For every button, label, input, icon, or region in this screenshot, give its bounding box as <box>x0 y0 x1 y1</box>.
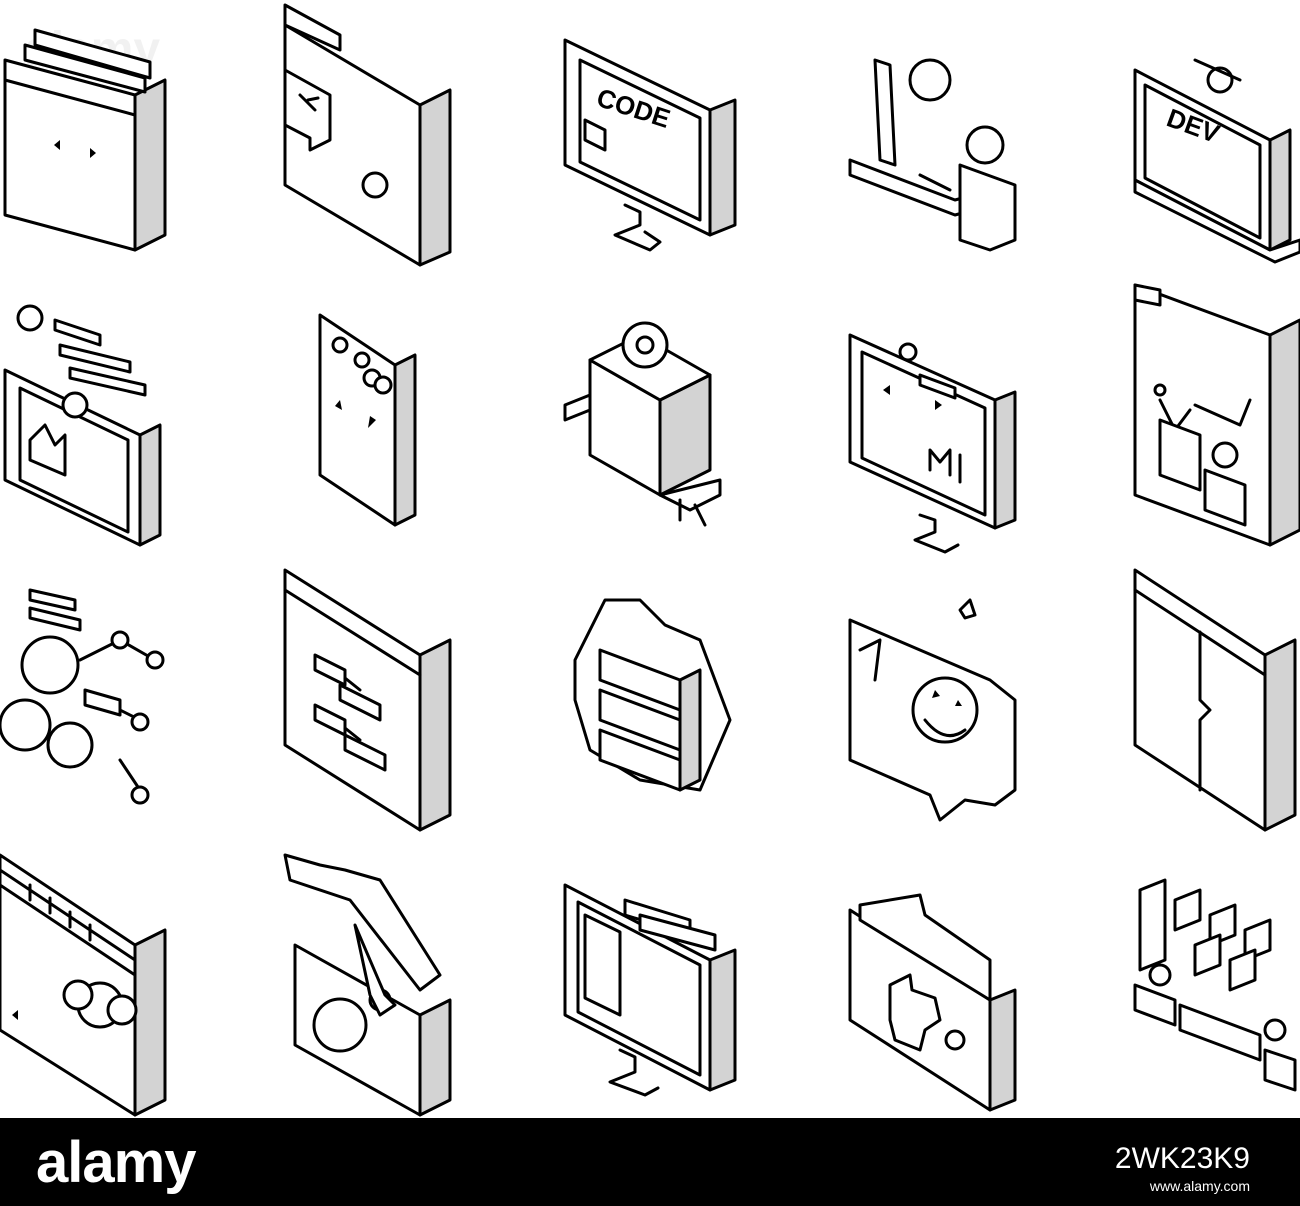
code-monitor-icon: CODE <box>563 38 737 252</box>
monitor-analytics-icon <box>848 333 1017 554</box>
support-chat-icon <box>848 598 1017 822</box>
image-tablet-icon <box>3 304 162 547</box>
developer-at-desk-icon <box>848 58 1017 252</box>
browser-window-icon <box>3 28 167 252</box>
site-url: www.alamy.com <box>1149 1178 1250 1194</box>
puzzle-folder-icon <box>848 893 1017 1112</box>
presentation-board-icon <box>1133 283 1300 547</box>
layout-monitor-icon <box>563 883 737 1097</box>
dev-laptop-icon: DEV <box>1133 58 1300 264</box>
gear-box-icon <box>563 321 722 527</box>
wrench-folder-icon <box>283 3 452 267</box>
team-network-icon <box>1133 878 1297 1092</box>
cloud-window-icon <box>0 853 167 1117</box>
image-id: 2WK23K9 <box>1114 1142 1250 1175</box>
gear-network-icon <box>0 588 165 805</box>
smartphone-app-icon <box>318 313 417 527</box>
design-tablet-hand-icon <box>283 853 452 1117</box>
brand-logo: alamy <box>36 1130 196 1195</box>
flowchart-window-icon <box>283 568 452 832</box>
icon-grid: CODE DEV <box>0 3 1300 1117</box>
split-window-icon <box>1133 568 1297 832</box>
footer-bar <box>0 1118 1300 1206</box>
server-gear-icon <box>573 598 732 792</box>
